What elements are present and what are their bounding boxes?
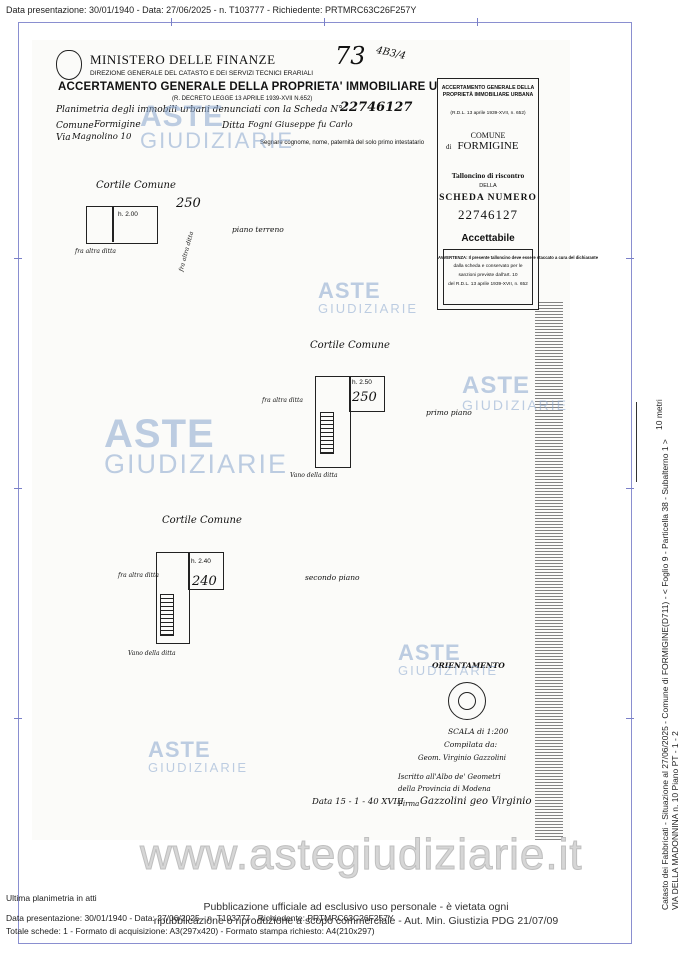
page-frame: [18, 22, 632, 944]
frame-tick: [626, 258, 634, 259]
height-label-3: h. 2.40: [191, 558, 211, 565]
stamp-avvertenza-2: dalla scheda e conservato per le: [453, 264, 523, 269]
ditta-label: Ditta: [222, 121, 245, 131]
stamp-line1: ACCERTAMENTO GENERALE DELLA: [441, 85, 535, 91]
stamp-avvertenza-3: sanzioni previste dall'art. 10: [458, 273, 518, 278]
height-240: 240: [192, 574, 217, 589]
footer-line-2: Totale schede: 1 - Formato di acquisizio…: [6, 926, 375, 936]
cortile-label-1: Cortile Comune: [96, 180, 176, 191]
publication-notice-2: ripubblicazione o riproduzione a scopo c…: [153, 915, 559, 927]
plan-wall: [112, 206, 114, 242]
other-owner-3: fra altra ditta: [118, 572, 159, 579]
other-owner-2: fra altra ditta: [262, 397, 303, 404]
comune-hand: Formigine: [94, 120, 141, 130]
frame-tick: [14, 488, 22, 489]
ministry-name: MINISTERO DELLE FINANZE: [90, 52, 276, 67]
floor-label-second: secondo piano: [305, 573, 360, 582]
floor-label-first: primo piano: [426, 408, 472, 417]
technician-name: Geom. Virginio Gazzolini: [418, 754, 507, 762]
via-label: Via: [56, 133, 71, 143]
stamp-comune: COMUNE: [470, 131, 506, 140]
scale-bar: [636, 402, 637, 482]
side-line-1: Catasto dei Fabbricati - Situazione al 2…: [660, 439, 670, 910]
height-label-1: h. 2.00: [118, 211, 138, 218]
stamp-scheda: SCHEDA NUMERO: [439, 193, 537, 203]
floor-plan-ground: [86, 206, 158, 244]
scheda-number-hand: 22746127: [340, 100, 413, 115]
frame-tick: [324, 18, 325, 26]
via-hand: Magnolino 10: [72, 132, 132, 142]
plan-line: Planimetria degli immobili urbani denunc…: [56, 105, 343, 115]
province-label: della Provincia di Modena: [398, 785, 491, 793]
stairs-icon: [320, 412, 334, 454]
page-mark: 73: [335, 42, 366, 70]
stairs-icon-2: [160, 594, 174, 636]
ditta-hand: Fogni Giuseppe fu Carlo: [248, 120, 353, 130]
compiled-label: Compilata da:: [444, 740, 498, 749]
side-line-2: VIA DELLA MADONNINA n. 10 Piano PT - 1 -…: [670, 731, 680, 910]
scale-label: SCALA di 1:200: [448, 727, 509, 736]
frame-tick: [477, 18, 478, 26]
stamp-comune-name: FORMIGINE: [457, 140, 519, 152]
owner-room-2: Vano della ditta: [290, 472, 338, 479]
receipt-stamp: ACCERTAMENTO GENERALE DELLA PROPRIETÀ IM…: [437, 78, 599, 310]
cortile-label-2: Cortile Comune: [310, 340, 390, 351]
frame-tick: [14, 718, 22, 719]
emblem-icon: [56, 50, 82, 80]
height-250-a: 250: [176, 196, 201, 211]
signature-label: Firma: [398, 800, 420, 808]
stamp-avvertenza: AVVERTENZA: Il presente talloncino deve …: [438, 255, 599, 260]
scan-noise: [535, 300, 563, 840]
frame-tick: [171, 18, 172, 26]
stamp-accettabile: Accettabile: [461, 233, 515, 244]
side-info: 10 metri Catasto dei Fabbricati - Situaz…: [636, 399, 680, 920]
stamp-avvertenza-4: del R.D.L. 13 aprile 1939-XVII, n. 652: [448, 282, 528, 287]
frame-tick: [626, 718, 634, 719]
note-line: Segnare cognome, nome, paternità del sol…: [260, 140, 425, 146]
last-plan-label: Ultima planimetria in atti: [6, 893, 97, 903]
height-label-2: h. 2.50: [352, 379, 372, 386]
compass-icon: [448, 682, 486, 720]
decree-line: (R. DECRETO LEGGE 13 APRILE 1939-XVII N.…: [172, 96, 313, 102]
stamp-di: di: [446, 143, 452, 151]
stamp-decree: (R.D.L. 13 aprile 1939-XVII, n. 652): [450, 111, 526, 116]
orientation-label: ORIENTAMENTO: [432, 661, 505, 670]
scale-meters: 10 metri: [654, 399, 664, 430]
stamp-line2: PROPRIETÀ IMMOBILIARE URBANA: [442, 92, 534, 98]
direction-name: DIREZIONE GENERALE DEL CATASTO E DEI SER…: [90, 70, 314, 77]
comune-label: Comune: [56, 121, 94, 131]
stamp-talloncino: Talloncino di riscontro: [451, 171, 525, 180]
stamp-della: DELLA: [479, 183, 497, 189]
owner-room-3: Vano della ditta: [128, 650, 176, 657]
floor-plan-first: [315, 376, 351, 468]
floor-plan-second-room: [188, 552, 224, 590]
frame-tick: [14, 258, 22, 259]
document-title: ACCERTAMENTO GENERALE DELLA PROPRIETA' I…: [58, 81, 480, 93]
header-line: Data presentazione: 30/01/1940 - Data: 2…: [6, 5, 417, 15]
stamp-number: 22746127: [458, 207, 518, 222]
frame-tick: [626, 488, 634, 489]
floor-plan-first-room: [349, 376, 385, 412]
register-label: Iscritto all'Albo de' Geometri: [398, 773, 501, 781]
signature: Gazzolini geo Virginio: [420, 796, 532, 807]
floor-label-ground: piano terreno: [232, 225, 284, 234]
cortile-label-3: Cortile Comune: [162, 515, 242, 526]
compass-inner-icon: [458, 692, 476, 710]
site-watermark: www.astegiudiziarie.it: [140, 830, 583, 880]
height-250-b: 250: [352, 390, 377, 405]
date-label: Data 15 - 1 - 40 XVIII: [312, 797, 404, 807]
floor-plan-second: [156, 552, 190, 644]
footer-line-1: Data presentazione: 30/01/1940 - Data: 2…: [6, 913, 394, 923]
other-owner-1: fra altra ditta: [75, 248, 116, 255]
publication-notice-1: Pubblicazione ufficiale ad esclusivo uso…: [203, 901, 509, 913]
